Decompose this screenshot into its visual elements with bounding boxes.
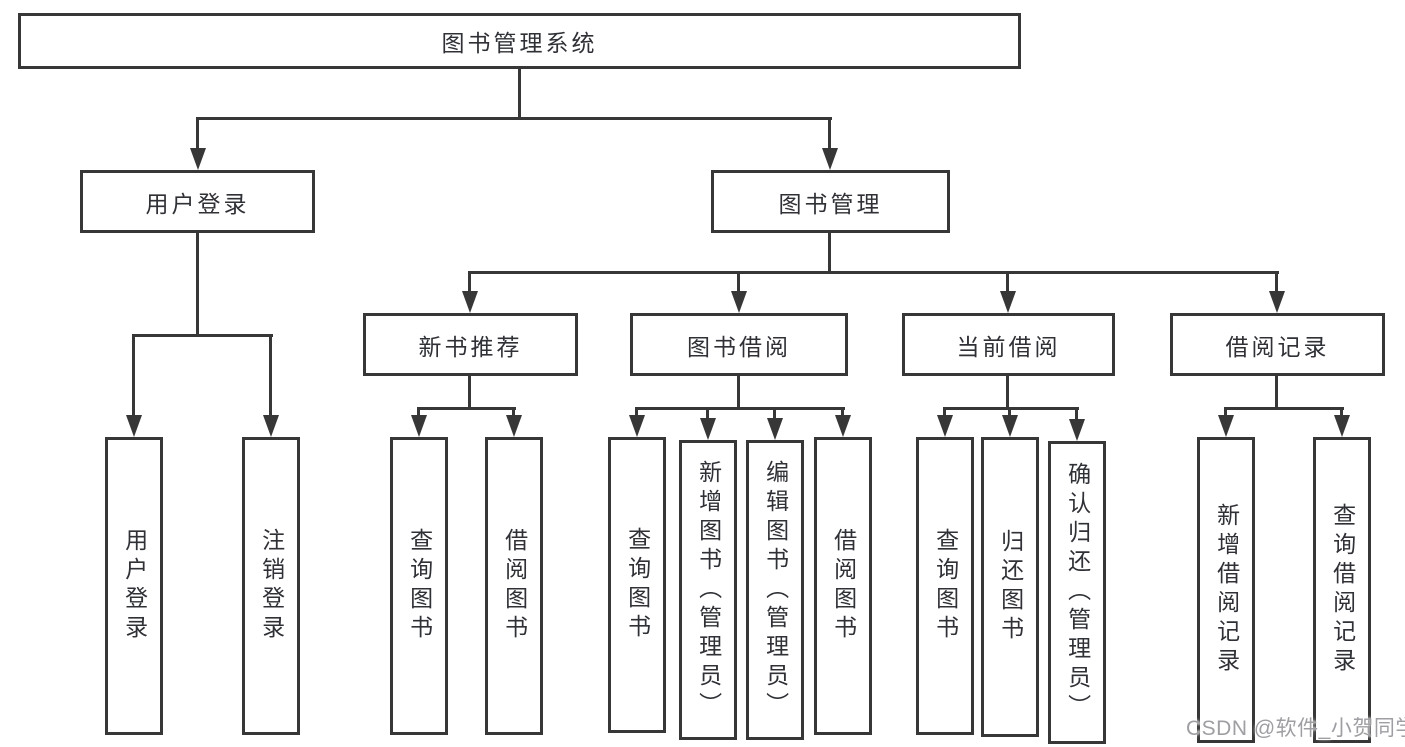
arrowhead-icon xyxy=(1002,415,1018,437)
connector-line xyxy=(1008,407,1011,419)
node-borrow-records: 借阅记录 xyxy=(1170,313,1385,376)
leaf-confirm-return-admin: 确认归还（管理员） xyxy=(1048,441,1106,744)
connector-line xyxy=(132,334,135,417)
arrowhead-icon xyxy=(126,415,142,437)
leaf-label: 查询图书 xyxy=(406,528,433,644)
connector-line xyxy=(943,407,1079,410)
connector-line xyxy=(1275,376,1278,409)
connector-line xyxy=(417,407,420,419)
arrowhead-icon xyxy=(1069,419,1085,441)
leaf-label: 借阅图书 xyxy=(501,528,528,644)
leaf-label: 查询图书 xyxy=(932,528,959,644)
leaf-query-books-2: 查询图书 xyxy=(608,437,666,733)
connector-line xyxy=(518,69,521,119)
connector-line xyxy=(737,271,740,293)
connector-line xyxy=(943,407,946,419)
arrowhead-icon xyxy=(1000,291,1016,313)
connector-line xyxy=(1224,407,1227,419)
arrowhead-icon xyxy=(1334,415,1350,437)
leaf-label: 借阅图书 xyxy=(830,528,857,644)
leaf-label: 确认归还（管理员） xyxy=(1064,462,1091,723)
connector-line xyxy=(841,407,844,419)
node-book-borrow: 图书借阅 xyxy=(630,313,848,376)
leaf-query-borrow-record: 查询借阅记录 xyxy=(1313,437,1371,743)
connector-line xyxy=(773,407,776,420)
arrowhead-icon xyxy=(411,415,427,437)
arrowhead-icon xyxy=(1269,291,1285,313)
connector-line xyxy=(828,117,831,150)
connector-line xyxy=(1006,271,1009,293)
node-new-book-recommend: 新书推荐 xyxy=(363,313,578,376)
arrowhead-icon xyxy=(835,415,851,437)
connector-line xyxy=(269,334,272,417)
connector-line xyxy=(196,117,199,150)
connector-line xyxy=(196,233,199,336)
connector-line xyxy=(468,376,471,409)
connector-line xyxy=(737,376,740,409)
connector-line xyxy=(635,407,845,410)
arrowhead-icon xyxy=(506,415,522,437)
leaf-borrow-books-2: 借阅图书 xyxy=(814,437,872,735)
node-current-borrow: 当前借阅 xyxy=(902,313,1115,376)
connector-line xyxy=(512,407,515,419)
leaf-label: 新增借阅记录 xyxy=(1213,503,1240,677)
leaf-label: 查询借阅记录 xyxy=(1329,503,1356,677)
connector-line xyxy=(1340,407,1343,419)
leaf-label: 归还图书 xyxy=(997,529,1024,645)
connector-line xyxy=(1275,271,1278,293)
leaf-label: 编辑图书（管理员） xyxy=(762,459,789,721)
leaf-label: 注销登录 xyxy=(258,528,285,644)
connector-line xyxy=(635,407,638,419)
arrowhead-icon xyxy=(462,291,478,313)
leaf-add-book-admin: 新增图书（管理员） xyxy=(679,440,737,740)
arrowhead-icon xyxy=(1218,415,1234,437)
leaf-edit-book-admin: 编辑图书（管理员） xyxy=(746,440,804,740)
connector-line xyxy=(132,334,273,337)
leaf-logout: 注销登录 xyxy=(242,437,300,735)
leaf-user-login: 用户登录 xyxy=(105,437,163,735)
arrowhead-icon xyxy=(822,148,838,170)
connector-line xyxy=(828,233,831,273)
watermark: CSDN @软件_小贺同学 xyxy=(1186,717,1405,740)
leaf-label: 新增图书（管理员） xyxy=(695,459,722,721)
connector-line xyxy=(468,271,1279,274)
arrowhead-icon xyxy=(190,148,206,170)
connector-line xyxy=(417,407,516,410)
leaf-label: 查询图书 xyxy=(624,527,651,643)
arrowhead-icon xyxy=(263,415,279,437)
arrowhead-icon xyxy=(731,291,747,313)
node-root: 图书管理系统 xyxy=(18,13,1021,69)
leaf-return-books: 归还图书 xyxy=(981,437,1039,737)
connector-line xyxy=(468,271,471,293)
connector-line xyxy=(706,407,709,420)
leaf-borrow-books-1: 借阅图书 xyxy=(485,437,543,735)
leaf-query-books-1: 查询图书 xyxy=(390,437,448,735)
arrowhead-icon xyxy=(700,418,716,440)
leaf-label: 用户登录 xyxy=(121,528,148,644)
connector-line xyxy=(1075,407,1078,421)
connector-line xyxy=(1006,376,1009,409)
node-book-management: 图书管理 xyxy=(711,170,950,233)
arrowhead-icon xyxy=(767,418,783,440)
arrowhead-icon xyxy=(629,415,645,437)
connector-line xyxy=(1224,407,1344,410)
node-user-login: 用户登录 xyxy=(80,170,315,233)
connector-line xyxy=(196,117,832,120)
leaf-add-borrow-record: 新增借阅记录 xyxy=(1197,437,1255,743)
leaf-query-books-3: 查询图书 xyxy=(916,437,974,735)
arrowhead-icon xyxy=(937,415,953,437)
